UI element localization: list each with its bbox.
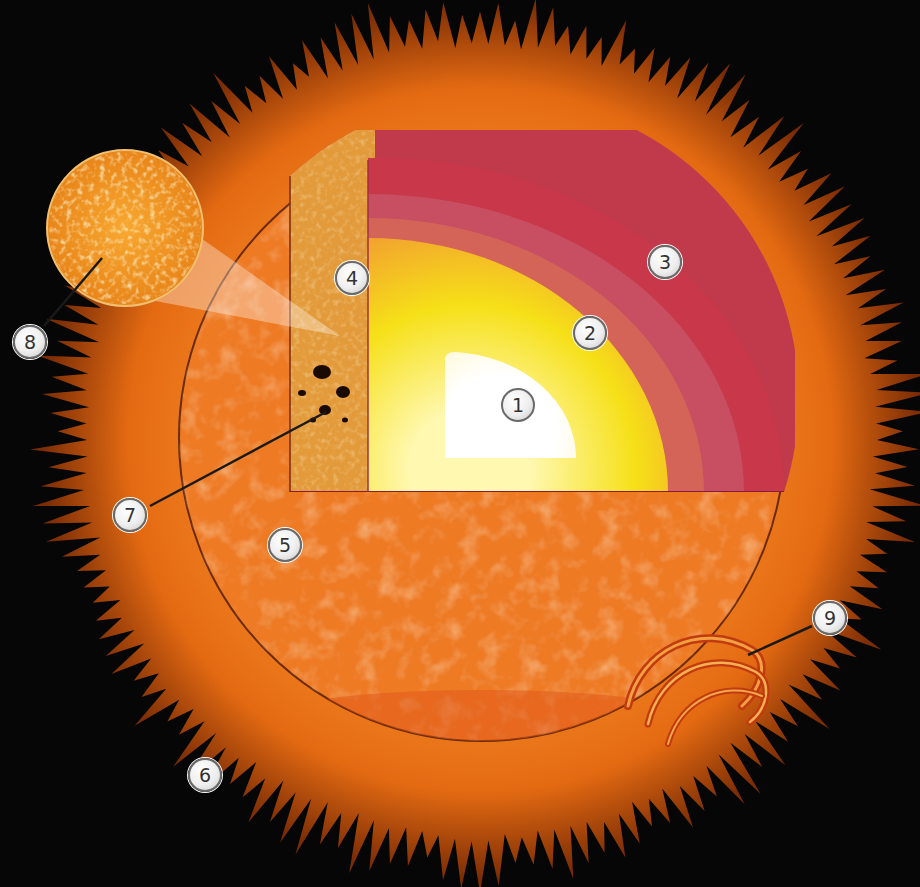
- callout-number: 1: [501, 388, 535, 422]
- callout-number: 9: [813, 601, 847, 635]
- callout-text: 3: [659, 253, 671, 272]
- callout-number: 6: [188, 758, 222, 792]
- callout-text: 5: [279, 536, 291, 555]
- callout-text: 1: [512, 396, 524, 415]
- callout-text: 2: [584, 324, 596, 343]
- corona: [30, 0, 920, 887]
- callout-text: 6: [199, 766, 211, 785]
- callout-number: 4: [335, 261, 369, 295]
- callout-text: 9: [824, 609, 836, 628]
- callout-text: 4: [346, 269, 358, 288]
- callout-text: 7: [124, 506, 136, 525]
- callout-number: 5: [268, 528, 302, 562]
- callout-number: 3: [648, 245, 682, 279]
- callout-number: 7: [113, 498, 147, 532]
- callout-number: 2: [573, 316, 607, 350]
- callout-number: 8: [13, 325, 47, 359]
- callout-text: 8: [24, 333, 36, 352]
